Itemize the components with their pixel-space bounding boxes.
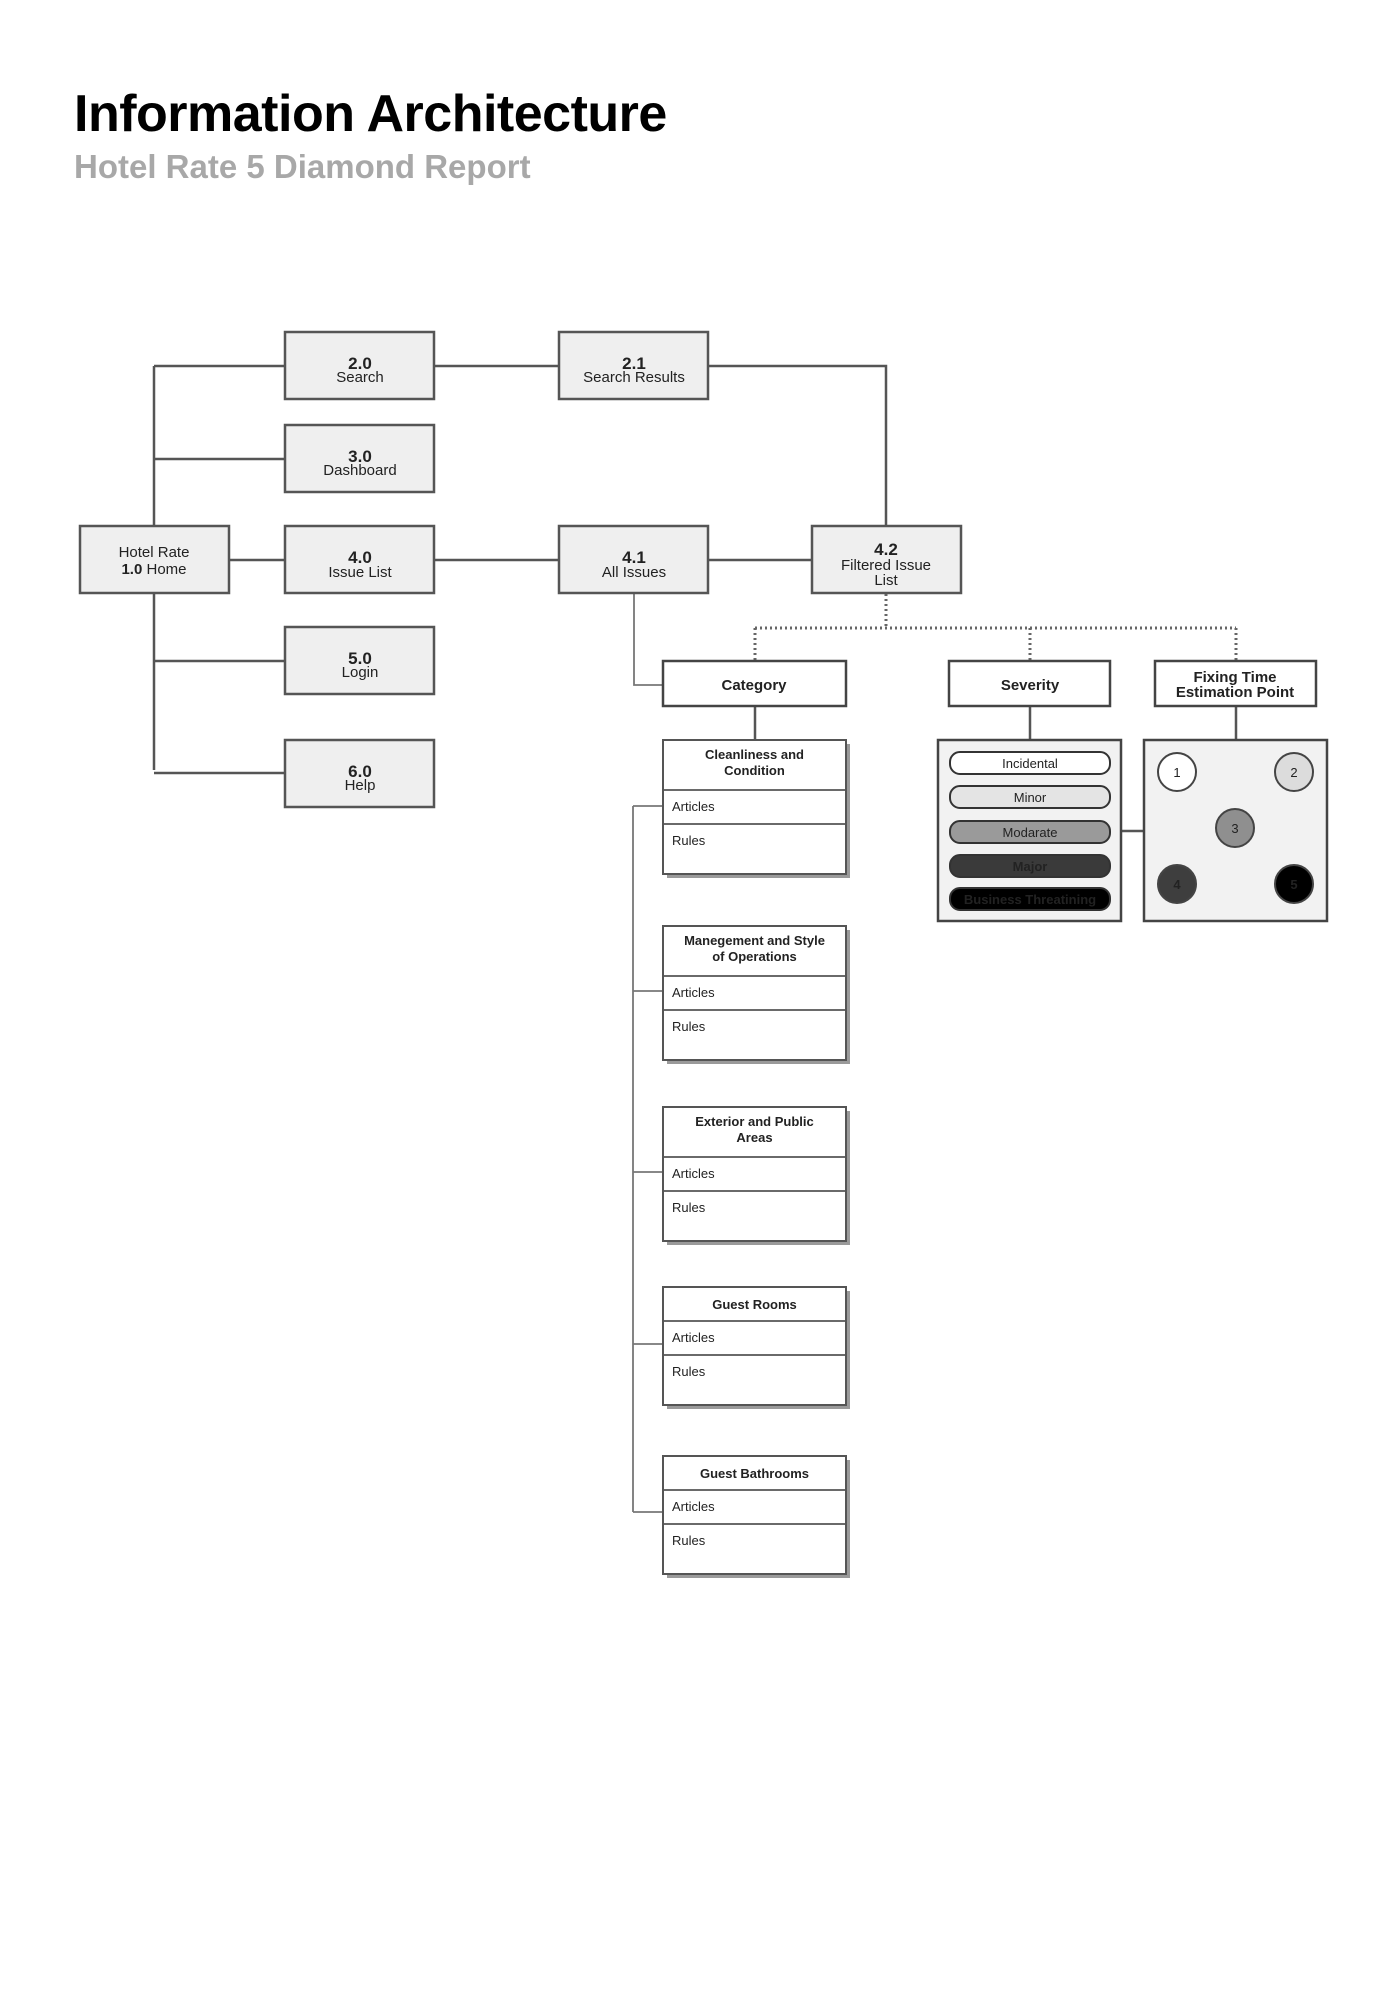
severity-level-label: Business Threatining [964, 892, 1096, 907]
node-search-label: Search [336, 369, 384, 386]
filter-category[interactable]: Category [661, 659, 848, 708]
node-dashboard-label: Dashboard [323, 462, 396, 479]
node-all-issues-number: 4.1 [622, 548, 646, 567]
filter-severity-label: Severity [1001, 677, 1060, 694]
node-all-issues-label: All Issues [602, 564, 666, 581]
category-item-rules[interactable]: Rules [672, 1364, 706, 1379]
category-item-rules[interactable]: Rules [672, 1533, 706, 1548]
severity-level-5[interactable]: Business Threatining [949, 887, 1111, 911]
page-subtitle: Hotel Rate 5 Diamond Report [74, 148, 531, 185]
node-filtered-issue-list-line2: List [874, 572, 898, 589]
node-help-number: 6.0 [348, 762, 372, 781]
filter-fixing-time[interactable]: Fixing Time Estimation Point [1153, 659, 1318, 708]
node-dashboard-number: 3.0 [348, 447, 372, 466]
page-title: Information Architecture [74, 85, 667, 143]
node-help-label: Help [345, 777, 376, 794]
node-filtered-issue-list-line1: Filtered Issue [841, 557, 931, 574]
node-search-results-label: Search Results [583, 369, 685, 386]
estimation-point-label: 3 [1231, 821, 1238, 836]
category-title: Manegement and Style [684, 933, 825, 948]
estimation-point-1[interactable]: 1 [1157, 752, 1197, 792]
filter-fixing-time-line1: Fixing Time [1193, 669, 1276, 686]
node-search-results[interactable]: 2.1 Search Results [557, 330, 710, 401]
category-title: Exterior and Public [695, 1114, 813, 1129]
category-item-articles[interactable]: Articles [672, 1330, 715, 1345]
severity-level-label: Minor [1014, 790, 1047, 805]
node-home-label: Home [147, 561, 187, 578]
severity-level-label: Major [1013, 859, 1048, 874]
severity-level-3[interactable]: Modarate [949, 820, 1111, 844]
node-issue-list-label: Issue List [328, 564, 392, 581]
node-home-line1: Hotel Rate [119, 544, 190, 561]
node-filtered-issue-list-number: 4.2 [874, 540, 898, 559]
category-item-rules[interactable]: Rules [672, 1200, 706, 1215]
node-login[interactable]: 5.0 Login [283, 625, 436, 696]
svg-text:1.0 Home: 1.0 Home [121, 561, 186, 578]
home-connectors [152, 364, 888, 775]
severity-level-label: Incidental [1002, 756, 1058, 771]
filter-category-label: Category [721, 677, 787, 694]
category-item-articles[interactable]: Articles [672, 799, 715, 814]
filter-severity[interactable]: Severity [947, 659, 1112, 708]
category-title: Guest Bathrooms [700, 1466, 809, 1481]
node-home[interactable]: Hotel Rate 1.0 Home [78, 524, 231, 595]
severity-level-4[interactable]: Major [949, 854, 1111, 878]
filter-connectors [753, 594, 1238, 833]
node-issue-list[interactable]: 4.0 Issue List [283, 524, 436, 595]
category-item-rules[interactable]: Rules [672, 833, 706, 848]
node-search[interactable]: 2.0 Search [283, 330, 436, 401]
estimation-point-4[interactable]: 4 [1157, 864, 1197, 904]
estimation-point-3[interactable]: 3 [1215, 808, 1255, 848]
estimation-point-label: 5 [1290, 877, 1297, 892]
category-title-line2: of Operations [712, 949, 797, 964]
estimation-point-2[interactable]: 2 [1274, 752, 1314, 792]
estimation-point-label: 1 [1173, 765, 1180, 780]
node-login-number: 5.0 [348, 649, 372, 668]
category-item-articles[interactable]: Articles [672, 1166, 715, 1181]
node-search-results-number: 2.1 [622, 354, 646, 373]
category-spine [632, 805, 663, 1513]
node-login-label: Login [342, 664, 379, 681]
category-item-rules[interactable]: Rules [672, 1019, 706, 1034]
category-title-line2: Condition [724, 763, 785, 778]
node-help[interactable]: 6.0 Help [283, 738, 436, 809]
node-search-number: 2.0 [348, 354, 372, 373]
estimation-point-label: 2 [1290, 765, 1297, 780]
severity-level-label: Modarate [1003, 825, 1058, 840]
node-filtered-issue-list[interactable]: 4.2 Filtered Issue List [810, 524, 963, 595]
node-dashboard[interactable]: 3.0 Dashboard [283, 423, 436, 494]
filter-fixing-time-line2: Estimation Point [1176, 684, 1294, 701]
severity-level-2[interactable]: Minor [949, 785, 1111, 809]
category-title: Cleanliness and [705, 747, 804, 762]
category-title: Guest Rooms [712, 1297, 797, 1312]
node-issue-list-number: 4.0 [348, 548, 372, 567]
category-title-line2: Areas [736, 1130, 772, 1145]
category-item-articles[interactable]: Articles [672, 985, 715, 1000]
category-cards: Cleanliness andConditionArticlesRulesMan… [662, 739, 850, 1578]
category-item-articles[interactable]: Articles [672, 1499, 715, 1514]
estimation-point-label: 4 [1173, 877, 1181, 892]
severity-level-1[interactable]: Incidental [949, 751, 1111, 775]
node-all-issues[interactable]: 4.1 All Issues [557, 524, 710, 595]
estimation-points: 1 2 3 4 5 [1157, 752, 1314, 904]
node-home-number: 1.0 [121, 561, 142, 578]
estimation-point-5[interactable]: 5 [1274, 864, 1314, 904]
